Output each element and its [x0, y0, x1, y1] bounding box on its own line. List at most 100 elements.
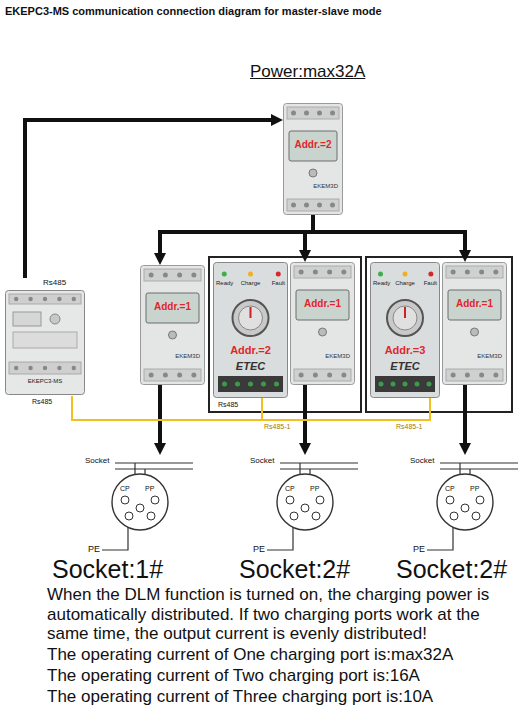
terminal-screw [465, 373, 470, 378]
charging-socket: SocketCPPP [410, 455, 520, 540]
socket-pin [472, 512, 480, 520]
socket-pin [121, 496, 129, 504]
address-readout: Addr.=2 [295, 139, 332, 151]
terminal-screw [304, 203, 309, 208]
led-label: Charge [395, 280, 415, 287]
meter-body [443, 263, 507, 385]
terminal-screw [291, 111, 296, 116]
socket-wire [280, 468, 358, 469]
charging-socket: SocketCPPP [85, 455, 195, 540]
status-led [403, 272, 408, 277]
power-rating: Power:max32A [250, 62, 365, 82]
energy-meter-outline [140, 265, 205, 385]
terminal-screw [248, 382, 253, 387]
bus-label: Rs485-1 [396, 423, 422, 431]
socket-pin [450, 512, 458, 520]
terminal-screw [391, 382, 396, 387]
terminal-screw [274, 382, 279, 387]
lcd-screen [296, 290, 349, 320]
terminal-screw [427, 382, 432, 387]
status-led [378, 272, 383, 277]
terminal-screw [72, 297, 76, 301]
bus-label: Rs485 [32, 398, 52, 406]
charger-frame [366, 257, 512, 412]
charger-body [371, 263, 440, 398]
port-heading: Rs485 [43, 278, 66, 287]
led-label: Ready [216, 280, 233, 287]
model-label: EKEM3D [175, 353, 200, 360]
brand-label: ETEC [236, 360, 265, 373]
note-text: The operating current of Two charging po… [47, 666, 420, 686]
knob-pointer [404, 307, 406, 318]
terminal-screw [163, 273, 168, 278]
terminal-screw [341, 373, 346, 378]
data-connector [25, 120, 271, 278]
terminal-screw [163, 373, 168, 378]
lcd-screen [146, 293, 199, 323]
terminal-strip [446, 266, 503, 278]
terminal-strip [9, 362, 81, 374]
terminal-block [218, 376, 283, 392]
terminal-screw [479, 270, 484, 275]
terminal-screw [235, 382, 240, 387]
model-label: EKEM3D [313, 183, 338, 190]
model-label: EKEM3D [325, 353, 350, 360]
pin-label: PE [413, 544, 425, 554]
status-led [428, 272, 433, 277]
terminal-screw [191, 373, 196, 378]
terminal-screw [28, 366, 32, 370]
energy-meter: Addr.=1EKEM3D [140, 265, 205, 385]
socket-outline [437, 474, 493, 530]
charging-socket-outline [85, 455, 195, 540]
socket-pin [301, 504, 309, 512]
terminal-screw [313, 270, 318, 275]
terminal-screw [379, 382, 384, 387]
energy-meter: Addr.=2EKEM3D [283, 103, 343, 215]
power-connector [313, 215, 465, 250]
pin-label: PE [253, 544, 265, 554]
model-label: EKEM3D [477, 353, 502, 360]
terminal-screw [327, 373, 332, 378]
model-label: EKEPC3-MS [28, 378, 63, 385]
note-text: The operating current of Three charging … [47, 687, 433, 707]
rs485-wire [72, 396, 430, 420]
terminal-strip [294, 369, 351, 381]
terminal-screw [341, 270, 346, 275]
socket-wire [115, 462, 193, 463]
meter-button [169, 331, 177, 339]
socket-pin [446, 496, 454, 504]
socket-caption: Socket:2# [396, 555, 507, 584]
charger-module: ReadyChargeFaultAddr.=2ETEC [213, 262, 288, 398]
terminal-screw [261, 382, 266, 387]
meter-body [291, 263, 355, 385]
brand-label: ETEC [390, 360, 419, 373]
socket-outline [277, 474, 333, 530]
terminal-screw [291, 203, 296, 208]
socket-pin [290, 512, 298, 520]
terminal-screw [330, 203, 335, 208]
pe-wire [267, 527, 293, 550]
terminal-screw [72, 366, 76, 370]
terminal-screw [57, 366, 61, 370]
address-readout: Addr.=2 [230, 344, 271, 357]
socket-heading: Socket [85, 456, 109, 465]
socket-pin [476, 496, 484, 504]
charging-socket: SocketCPPP [250, 455, 360, 540]
meter-button [309, 169, 317, 177]
terminal-screw [43, 366, 47, 370]
controller-button [50, 314, 60, 324]
charger-frame [209, 257, 361, 412]
pin-label: PE [88, 544, 100, 554]
controller-body [6, 291, 85, 395]
status-led [276, 272, 281, 277]
led-label: Charge [241, 280, 261, 287]
knob-pointer [250, 307, 252, 318]
output-connector [303, 385, 307, 443]
pin-label: PP [310, 485, 319, 493]
terminal-screw [191, 273, 196, 278]
charger-body [214, 263, 288, 398]
terminal-screw [327, 270, 332, 275]
socket-pin [147, 512, 155, 520]
terminal-screw [14, 366, 18, 370]
terminal-screw [57, 297, 61, 301]
